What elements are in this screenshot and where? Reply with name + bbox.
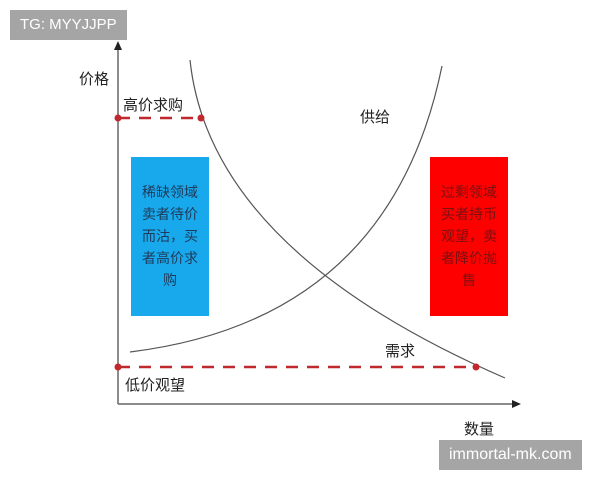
low-price-point-left bbox=[114, 363, 122, 371]
supply-curve bbox=[129, 65, 443, 353]
scarcity-zone-box: 稀缺领域卖者待价而沽，买者高价求购 bbox=[131, 157, 209, 316]
surplus-zone-box: 过剩领域买者持币观望，卖者降价抛售 bbox=[430, 157, 508, 316]
x-axis-arrow-icon bbox=[512, 400, 521, 408]
demand-curve bbox=[189, 59, 506, 379]
y-axis-arrow-icon bbox=[114, 41, 122, 50]
high-price-point-right bbox=[197, 114, 205, 122]
scarcity-zone-text: 稀缺领域卖者待价而沽，买者高价求购 bbox=[142, 184, 198, 289]
watermark-bottom: immortal-mk.com bbox=[439, 440, 582, 470]
low-price-point-right bbox=[472, 363, 480, 371]
x-axis-label: 数量 bbox=[464, 420, 495, 438]
demand-label: 需求 bbox=[385, 342, 416, 360]
y-axis-label: 价格 bbox=[79, 70, 110, 88]
high-price-label: 高价求购 bbox=[123, 96, 184, 114]
supply-label: 供给 bbox=[360, 108, 391, 126]
watermark-top: TG: MYYJJPP bbox=[10, 10, 127, 40]
high-price-point-left bbox=[114, 114, 122, 122]
surplus-zone-text: 过剩领域买者持币观望，卖者降价抛售 bbox=[441, 184, 497, 289]
low-price-label: 低价观望 bbox=[125, 376, 186, 394]
